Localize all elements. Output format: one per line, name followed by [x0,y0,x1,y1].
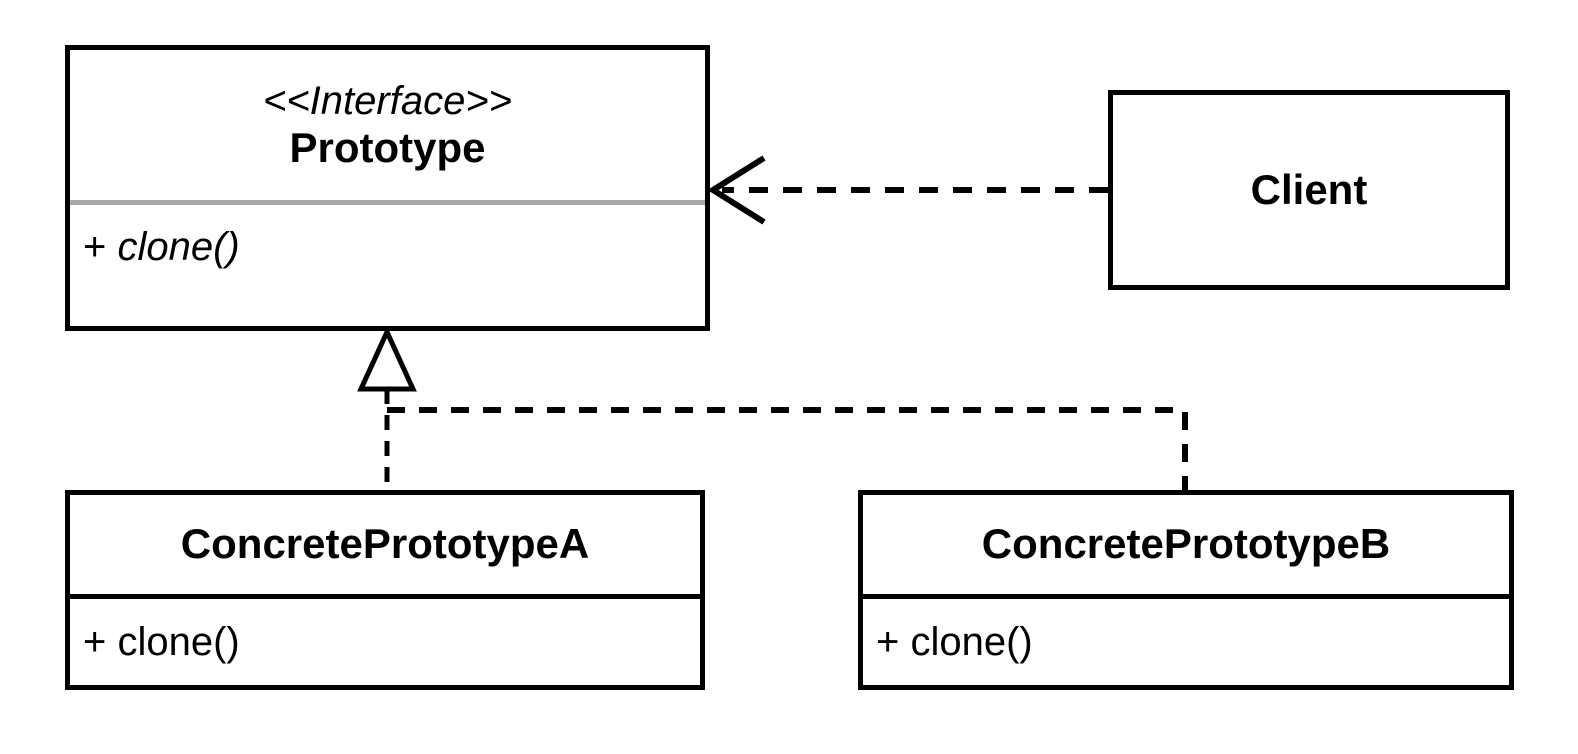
prototype-class-name: Prototype [289,123,486,171]
client-name-compartment: Client [1113,95,1505,285]
prototype-name-compartment: <<Interface>> Prototype [70,50,705,200]
realization-line-concrete-b [387,407,1188,490]
method-visibility-prefix: + [83,225,118,269]
concrete-a-compartment-divider [70,594,700,599]
class-box-prototype: <<Interface>> Prototype + clone() [65,45,710,331]
concrete-a-clone-method: + clone() [83,619,240,664]
abstract-method-name: clone() [117,225,240,269]
class-box-concrete-prototype-b: ConcretePrototypeB + clone() [858,490,1514,690]
prototype-clone-method: + clone() [83,225,240,270]
open-arrowhead-icon [707,155,766,225]
prototype-method-compartment: + clone() [70,205,705,326]
realization-triangle-icon [357,325,417,392]
concrete-b-clone-method: + clone() [876,619,1033,664]
prototype-compartment-divider [70,200,705,205]
class-box-client: Client [1108,90,1510,290]
class-box-concrete-prototype-a: ConcretePrototypeA + clone() [65,490,705,690]
client-class-name: Client [1250,165,1368,213]
concrete-b-class-name: ConcretePrototypeB [981,520,1391,568]
concrete-a-name-compartment: ConcretePrototypeA [70,495,700,594]
concrete-b-method-compartment: + clone() [863,599,1509,685]
concrete-b-compartment-divider [863,594,1509,599]
concrete-a-class-name: ConcretePrototypeA [180,520,590,568]
concrete-b-name-compartment: ConcretePrototypeB [863,495,1509,594]
concrete-a-method-compartment: + clone() [70,599,700,685]
interface-stereotype-label: <<Interface>> [262,78,513,123]
